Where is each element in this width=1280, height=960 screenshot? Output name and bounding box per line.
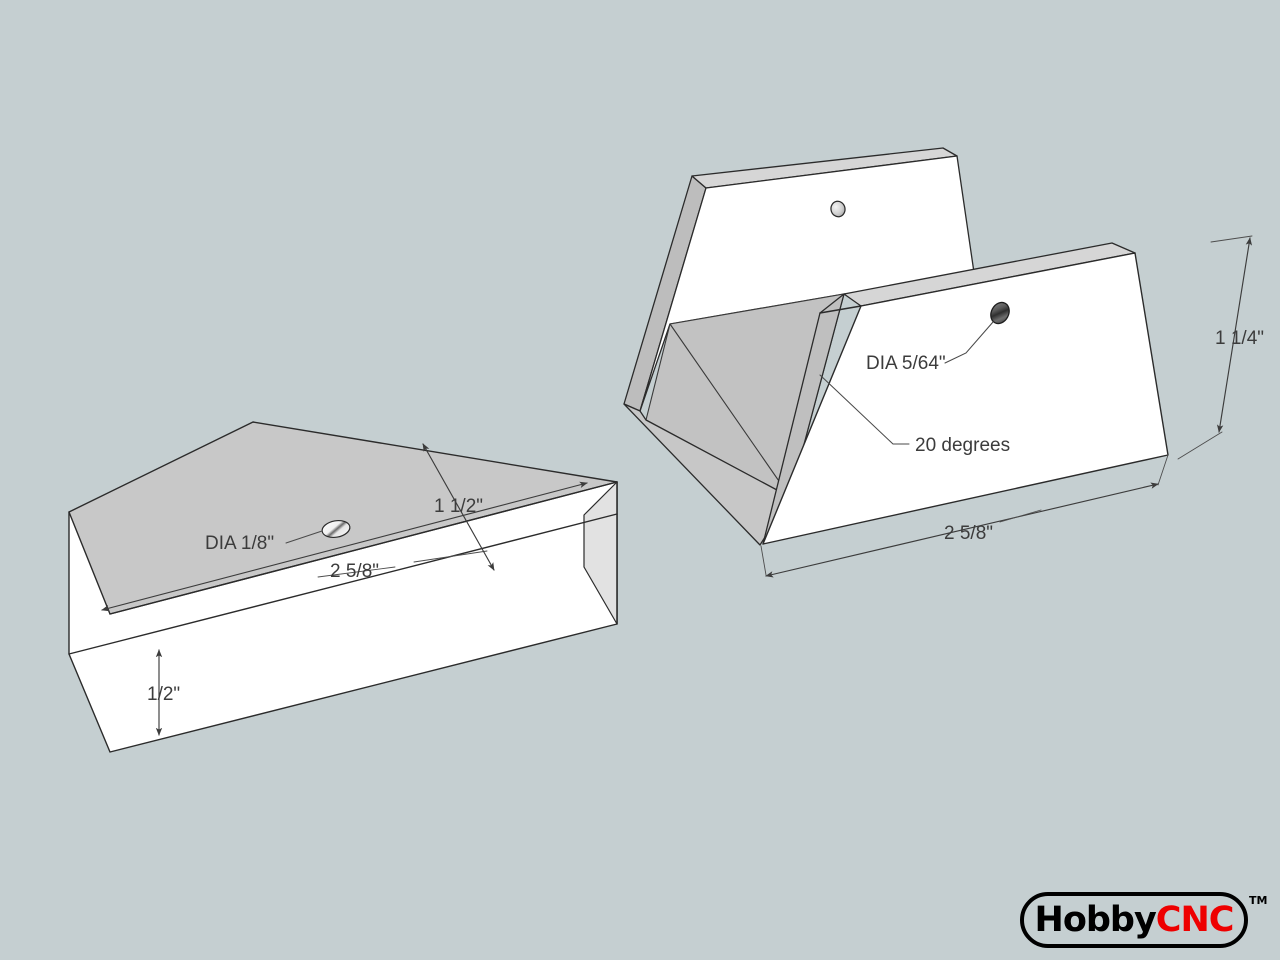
dim-left-length-ext xyxy=(317,566,396,578)
dim-left-width-line xyxy=(422,443,495,571)
dim-right-height: 1 1/4" xyxy=(1177,235,1264,460)
dim-left-width: 1 1/2" xyxy=(422,443,495,571)
logo-brand-first: Hobby xyxy=(1034,899,1157,940)
part-right-wedge: DIA 5/64" 20 degrees 2 5/8" 1 1/4" xyxy=(623,147,1264,578)
angle-leader-line xyxy=(819,374,910,445)
lower-plate-bevel-edge xyxy=(819,305,862,314)
wedge-left-skirt xyxy=(623,403,791,546)
dim-left-thickness-label: 1/2" xyxy=(147,684,180,705)
dia-18-label: DIA 1/8" xyxy=(205,533,274,554)
dim-left-length-line xyxy=(101,481,588,612)
dim-right-height-ext-bottom xyxy=(1177,431,1223,460)
dim-right-length-label: 2 5/8" xyxy=(944,523,993,544)
dia-564-leader xyxy=(944,321,994,364)
dim-left-thickness: 1/2" xyxy=(147,649,180,736)
dim-left-width-label: 1 1/2" xyxy=(434,496,483,517)
dim-left-length-label: 2 5/8" xyxy=(330,561,379,582)
hole-circle-icon xyxy=(830,200,846,218)
logo-brand-second: CNC xyxy=(1155,899,1235,940)
dim-right-length: 2 5/8" xyxy=(760,454,1169,578)
angle-label: 20 degrees xyxy=(915,435,1010,456)
dim-right-height-label: 1 1/4" xyxy=(1215,328,1264,349)
logo-pill-outline xyxy=(1020,892,1248,948)
hole-ellipse-icon xyxy=(990,301,1010,325)
dim-right-height-line xyxy=(1216,237,1253,433)
dim-right-length-ext-left xyxy=(760,545,767,576)
part-left-block: DIA 1/8" 2 5/8" 1 1/2" 1/2" xyxy=(68,421,618,753)
angle-leader-icon xyxy=(819,374,910,445)
inner-gusset-diagonal xyxy=(669,323,791,498)
dim-right-length-line xyxy=(765,482,1159,578)
dia-564-label: DIA 5/64" xyxy=(866,353,946,374)
logo-trademark-icon: TM xyxy=(1249,894,1268,907)
dim-right-length-ext-right xyxy=(1157,454,1169,486)
dim-right-length-leader xyxy=(999,509,1042,523)
